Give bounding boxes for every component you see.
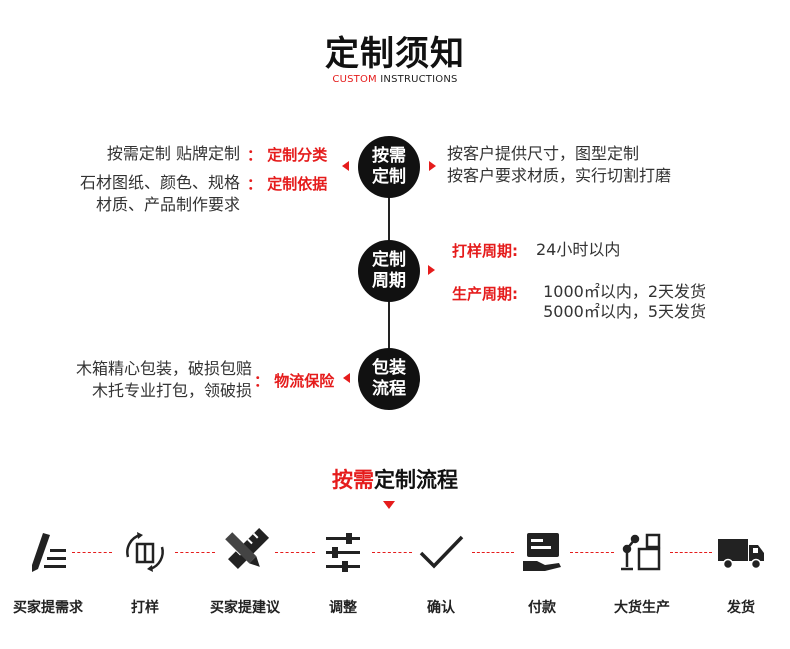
process-step: 确认 [393, 527, 489, 617]
subtitle-highlight: CUSTOM [332, 74, 377, 85]
process-step: 大货生产 [594, 527, 690, 617]
step-label: 买家提建议 [210, 600, 280, 616]
custom-basis-text-2: 材质、产品制作要求 [95, 195, 240, 214]
subtitle-rest: INSTRUCTIONS [376, 74, 458, 85]
circle-period-line2: 周期 [372, 271, 406, 291]
cube-rotate-icon [120, 527, 170, 577]
truck-icon [716, 527, 766, 577]
connector [72, 552, 112, 553]
connector [670, 552, 712, 553]
circle-custom-line1: 按需 [372, 146, 406, 166]
sliders-icon [318, 527, 368, 577]
custom-right-text-2: 按客户要求材质，实行切割打磨 [447, 166, 672, 185]
process-step: 打样 [97, 527, 193, 617]
page-title: 定制须知 [325, 34, 465, 74]
production-period-label: 生产周期: [452, 285, 518, 303]
custom-basis-text-1: 石材图纸、颜色、规格 [79, 173, 240, 192]
logistics-label-text: 物流保险 [274, 372, 335, 390]
step-label: 打样 [131, 600, 159, 616]
circle-period-line1: 定制 [372, 250, 406, 270]
pencil-ruler-icon [220, 527, 270, 577]
step-label: 确认 [427, 600, 455, 616]
arrow-left-icon [343, 373, 350, 383]
circle-period: 定制 周期 [358, 240, 420, 302]
connector [570, 552, 614, 553]
step-label: 发货 [727, 600, 755, 616]
checkmark-icon [416, 527, 466, 577]
factory-arm-icon [617, 527, 667, 577]
logistics-label: ： 物流保险 [254, 372, 335, 390]
logistics-text-2: 木托专业打包，领破损 [91, 381, 252, 400]
custom-basis-label: ： 定制依据 [247, 175, 328, 193]
custom-basis-label-text: 定制依据 [267, 175, 328, 193]
process-step: 调整 [295, 527, 391, 617]
circle-custom: 按需 定制 [358, 136, 420, 198]
circle-custom-line2: 定制 [372, 167, 406, 187]
logistics-text-1: 木箱精心包装，破损包赔 [75, 359, 252, 378]
sample-period-label: 打样周期: [452, 242, 518, 260]
process-step: 买家提需求 [0, 527, 96, 617]
step-label: 付款 [528, 600, 556, 616]
process-title-highlight: 按需 [332, 468, 374, 492]
arrow-right-icon [428, 265, 435, 275]
step-label: 大货生产 [614, 600, 670, 616]
custom-type-label: ： 定制分类 [247, 146, 328, 164]
process-step: 付款 [494, 527, 590, 617]
process-title: 按需定制流程 [0, 464, 790, 494]
process-step: 发货 [693, 527, 789, 617]
step-label: 买家提需求 [13, 600, 83, 616]
process-title-rest: 定制流程 [374, 468, 458, 492]
arrow-down-icon [383, 501, 395, 509]
circle-logistics: 包装 流程 [358, 348, 420, 410]
custom-type-label-text: 定制分类 [267, 146, 328, 164]
sample-period-value: 24小时以内 [536, 240, 621, 259]
connector [472, 552, 514, 553]
arrow-right-icon [429, 161, 436, 171]
connector [372, 552, 412, 553]
production-period-line-2: 5000㎡以内，5天发货 [543, 302, 706, 321]
connector [275, 552, 315, 553]
circle-logistics-line1: 包装 [372, 358, 406, 378]
pen-list-icon [23, 527, 73, 577]
custom-right-text-1: 按客户提供尺寸，图型定制 [447, 144, 640, 163]
step-label: 调整 [329, 600, 357, 616]
arrow-left-icon [342, 161, 349, 171]
card-hand-icon [517, 527, 567, 577]
process-step: 买家提建议 [197, 527, 293, 617]
circle-logistics-line2: 流程 [372, 379, 406, 399]
connector [175, 552, 215, 553]
custom-type-text: 按需定制 贴牌定制 [106, 144, 240, 163]
page-subtitle: CUSTOM INSTRUCTIONS [0, 74, 790, 85]
production-period-line-1: 1000㎡以内，2天发货 [543, 282, 706, 301]
